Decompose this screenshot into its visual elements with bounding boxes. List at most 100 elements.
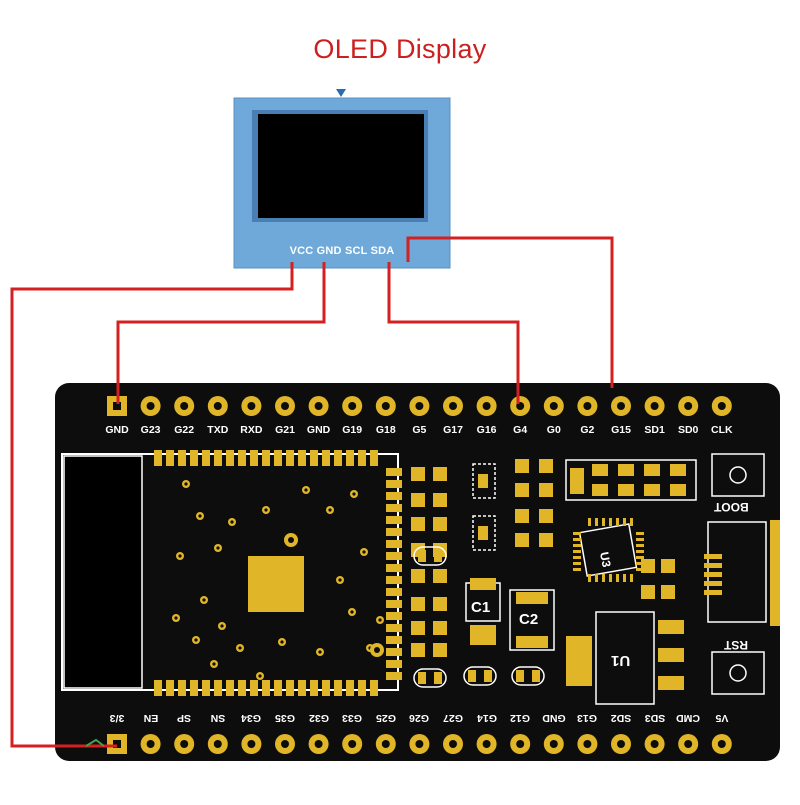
module-pad-side [386, 552, 402, 560]
capacitor-c1-pad-top [470, 578, 496, 590]
top-pin-label: G21 [275, 424, 295, 436]
top-pin-label: G22 [174, 424, 195, 436]
u3-pin [573, 550, 581, 553]
bottom-pin-hole [449, 740, 457, 748]
regulator-u1-pin2 [658, 648, 684, 662]
module-pad-top [286, 450, 294, 466]
bottom-pin-hole [415, 740, 424, 748]
module-pad-side [386, 492, 402, 500]
module-pad-bottom [334, 680, 342, 696]
bottom-pin-label: 3/3 [109, 712, 125, 724]
module-pad-top [190, 450, 198, 466]
smd-pad [433, 621, 447, 635]
regulator-u1-body [595, 611, 655, 705]
bottom-pin-label: G32 [308, 712, 329, 724]
diode-pad [434, 672, 442, 684]
top-pin-hole [482, 402, 491, 410]
wire-gnd [116, 262, 326, 404]
module-pad-bottom [274, 680, 282, 696]
u3-pin [573, 562, 581, 565]
bottom-pin-hole [213, 740, 222, 748]
u3-pin [588, 518, 591, 526]
smd-pad [515, 509, 529, 523]
bottom-pin-label: G34 [241, 712, 262, 724]
bottom-pin-label: G13 [577, 712, 598, 724]
module-pad-bottom [226, 680, 234, 696]
bottom-pin-hole [717, 740, 726, 748]
bottom-pin-label: EN [143, 712, 158, 724]
smd-pad [411, 621, 425, 635]
smd-pad [433, 467, 447, 481]
bottom-pin-label: G12 [510, 712, 531, 724]
diode-pad [418, 672, 426, 684]
top-pin-hole [583, 402, 592, 410]
u3-pin [636, 550, 644, 553]
top-pin-hole [381, 402, 390, 410]
module-pad-side [386, 516, 402, 524]
smd-pad [433, 597, 447, 611]
module-pad-bottom [358, 680, 366, 696]
module-pad-top [262, 450, 270, 466]
smd-pad [661, 585, 675, 599]
diode-outline [463, 666, 497, 686]
u3-pin [630, 574, 633, 582]
top-pin-hole [684, 402, 693, 410]
resistor-array-pads [570, 464, 686, 496]
bottom-pin-label: G26 [409, 712, 430, 724]
oled-screen [258, 114, 424, 218]
module-pad-side [386, 576, 402, 584]
regulator-u1-tab [566, 636, 592, 686]
u3-pin [602, 518, 605, 526]
top-pin-label: G2 [580, 424, 595, 436]
module-pad-top [214, 450, 222, 466]
module-pad-top [310, 450, 318, 466]
top-pin-hole [617, 402, 625, 410]
bottom-pin-hole [247, 740, 256, 748]
chip-u3-label: U3 [597, 551, 614, 569]
bottom-pin-label: CMD [676, 712, 701, 724]
module-pad-side [386, 600, 402, 608]
top-pin-label: G18 [375, 424, 396, 436]
module-pad-top [298, 450, 306, 466]
top-pin-hole [549, 402, 558, 410]
top-pin-label: G15 [611, 424, 631, 436]
via-hole [338, 578, 342, 582]
module-pad-side [386, 660, 402, 668]
top-pin-label: G23 [140, 424, 161, 436]
via-hole [280, 640, 284, 644]
antenna-area [63, 455, 143, 689]
top-pin-hole [180, 402, 189, 410]
module-pad-side [386, 504, 402, 512]
top-pin-label: G19 [342, 424, 363, 436]
smd-pad [433, 643, 447, 657]
usb-pin [704, 590, 722, 595]
wire-sda [406, 236, 614, 388]
chip-u3-pins [573, 518, 644, 582]
capacitor-c2-pad-bottom [516, 636, 548, 648]
rst-button-knob [729, 664, 747, 682]
u1-label: U1 [611, 652, 631, 669]
smd-pad [411, 493, 425, 507]
u3-pin [588, 574, 591, 582]
module-pad-top [334, 450, 342, 466]
u3-pin [616, 518, 619, 526]
module-pad-top [226, 450, 234, 466]
top-pin-hole [415, 402, 424, 410]
module-pad-side [386, 672, 402, 680]
module-pad-bottom [310, 680, 318, 696]
via-hole [194, 638, 198, 642]
bottom-pin-hole [113, 740, 121, 748]
bottom-pin-label: G33 [342, 712, 363, 724]
smd-pad [515, 459, 529, 473]
smd-pad [641, 559, 655, 573]
u3-pin [609, 518, 612, 526]
c2-label: C2 [519, 611, 539, 628]
smd-pad [539, 533, 553, 547]
bottom-pin-hole [684, 740, 693, 748]
module-pad-bottom [298, 680, 306, 696]
usb-pin [704, 581, 722, 586]
u3-pin [595, 574, 598, 582]
usb-pin [704, 572, 722, 577]
module-pad-bottom [262, 680, 270, 696]
